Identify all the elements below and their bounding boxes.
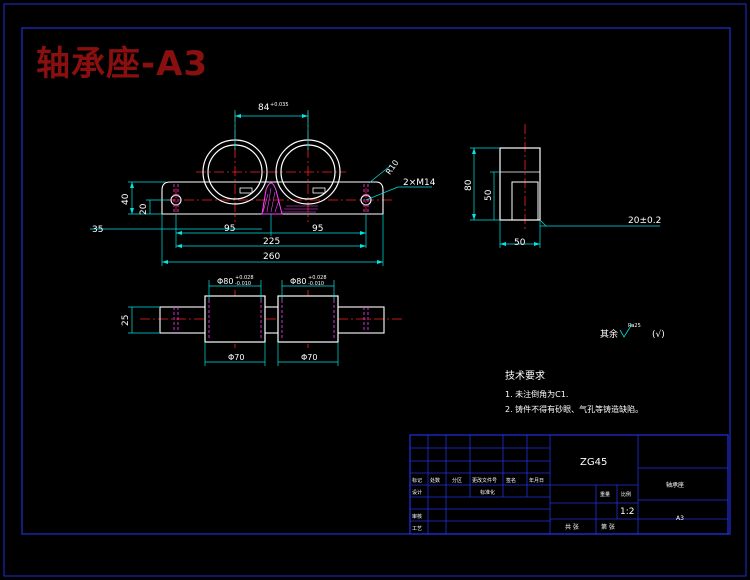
center-rib-section [261,182,283,215]
tech-requirement-2: 2. 铸件不得有砂眼、气孔等铸造缺陷。 [505,404,643,414]
roughness-check-icon: (√) [652,329,665,340]
outer-frame [3,3,747,577]
base-plate-outline [161,181,384,215]
bolt-hole-left [170,194,182,206]
dim-phi80-right-lower: -0.010 [308,281,324,287]
part-name: 轴承座 [666,481,684,489]
roughness-symbol-icon [619,323,633,338]
drawing-title-banner: 轴承座-A3 [36,44,209,84]
top-base-strip [159,306,385,334]
top-left-housing [204,295,266,343]
header-cell-5: 签名 [506,477,516,484]
dim-35: 35 [92,225,103,235]
inner-frame [21,27,731,535]
dim-260: 260 [263,252,280,262]
dim-40: 40 [121,193,131,205]
top-view: 25 Φ80 +0.028 -0.010 Φ80 +0.028 -0.010 Φ… [121,275,404,366]
dim-phi80-right-upper: +0.028 [308,275,327,281]
dim-phi80-left: Φ80 [217,277,233,286]
right-oil-slot [312,187,326,194]
dim-phi70-left: Φ70 [228,353,244,362]
scale-label: 比例 [621,491,631,498]
row-standard: 标准化 [480,489,495,496]
row-process: 工艺 [412,526,422,532]
dim-hole-note: 2×M14 [403,178,436,188]
dim-phi80-left-lower: -0.010 [235,281,251,287]
top-right-housing [277,295,339,343]
material-label: ZG45 [580,457,607,468]
dim-95-left: 95 [224,224,235,234]
header-cell-2: 处数 [430,477,440,484]
dim-84-tol: +0.035 [270,102,289,108]
dim-phi70-right: Φ70 [301,353,317,362]
weight-label: 重量 [600,491,610,498]
tech-requirement-1: 1. 未注倒角为C1. [505,389,568,399]
dim-25: 25 [121,315,131,326]
dim-84: 84 [258,103,270,113]
side-body-outline [499,147,541,221]
sheet-total: 共 张 [565,523,579,531]
side-view: 80 50 50 20±0.2 [464,124,661,248]
dim-95-right: 95 [312,224,323,234]
sheet-number: 第 张 [601,523,615,531]
roughness-value: Ra25 [628,323,641,329]
scale-value: 1:2 [620,507,634,517]
roughness-label: 其余 [600,328,618,340]
bolt-hole-right [360,194,372,206]
header-cell-1: 标记 [412,477,422,484]
tech-requirements: 技术要求 1. 未注倒角为C1. 2. 铸件不得有砂眼、气孔等铸造缺陷。 [505,369,643,414]
dim-phi80-left-upper: +0.028 [235,275,254,281]
tech-requirements-heading: 技术要求 [505,369,545,382]
dim-phi80-right: Φ80 [290,277,306,286]
header-cell-3: 分区 [452,477,462,484]
row-review: 审核 [412,513,422,520]
dim-r10: R10 [384,158,400,176]
header-cell-4: 更改文件号 [472,477,497,484]
roughness-note: 其余 Ra25 (√) [600,323,665,340]
drawing-number: A3 [676,515,684,522]
dim-20: 20 [139,203,149,215]
title-block: ZG45 轴承座 A3 1:2 重量 比例 共 张 第 张 标记 处数 分区 更… [409,434,729,535]
row-design: 设计 [412,489,422,496]
dim-50-horizontal: 50 [514,238,526,248]
dim-50-vertical: 50 [484,189,494,201]
side-base-slot [511,181,539,221]
left-oil-slot [239,187,253,194]
dim-225: 225 [263,237,280,247]
dim-20-tol: 20±0.2 [628,216,661,226]
header-cell-6: 年月日 [529,477,544,484]
dim-80-side: 80 [464,179,474,191]
front-view: 84 +0.035 40 20 35 95 95 225 260 2×M14 R… [90,102,436,266]
